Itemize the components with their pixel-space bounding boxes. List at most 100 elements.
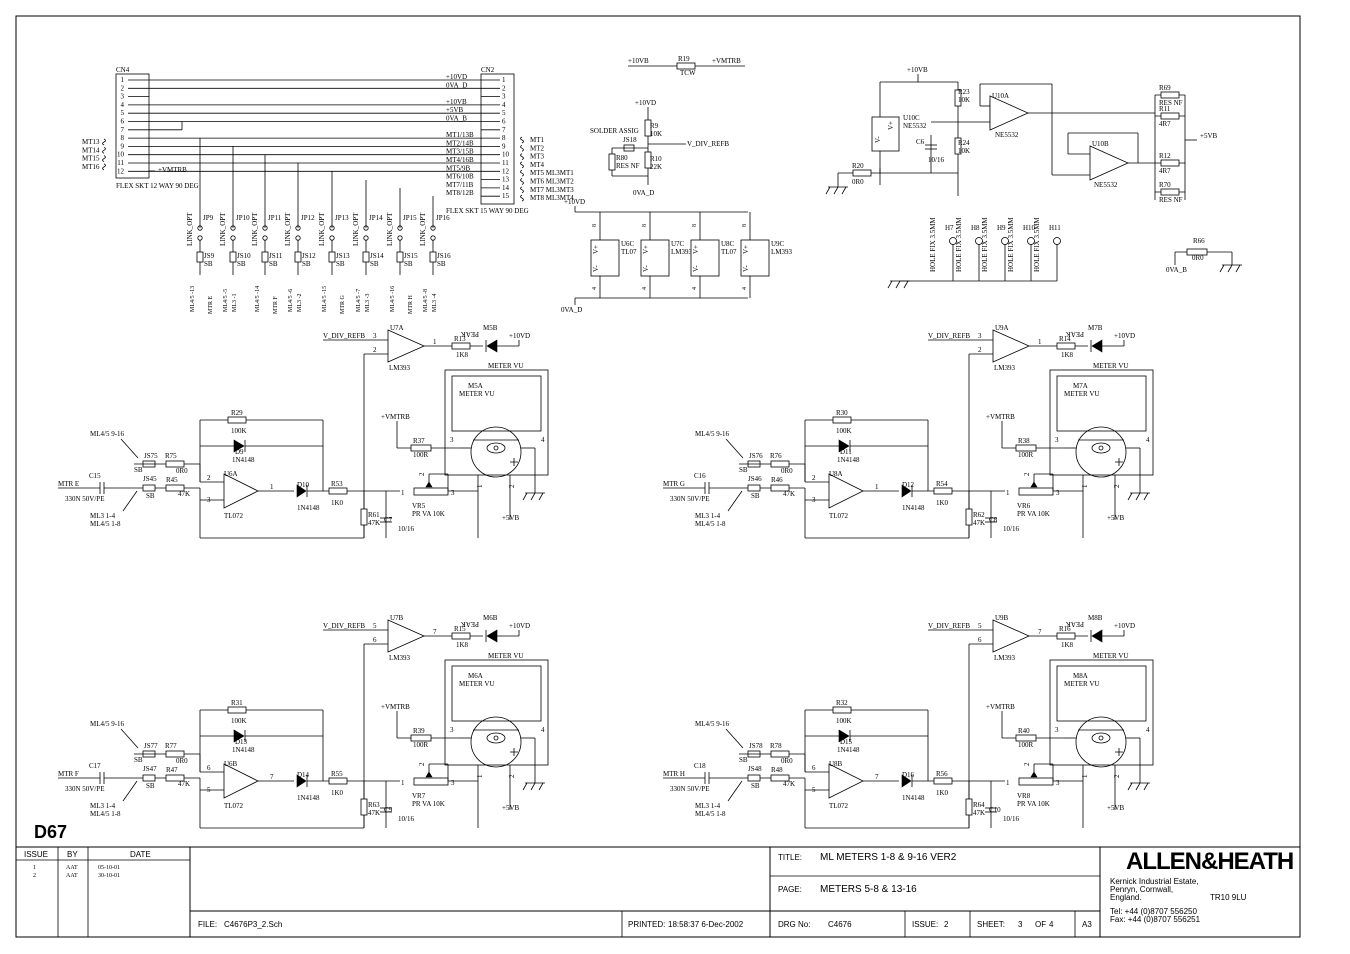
net-squiggle xyxy=(520,161,524,169)
rin1-body xyxy=(770,460,790,468)
led-net: +10VD xyxy=(509,332,530,340)
rfb-body xyxy=(832,706,852,714)
link-jp-ref: JP11 xyxy=(268,214,282,222)
u10a-type: NE5532 xyxy=(995,131,1019,139)
cn2-pin-number: 9 xyxy=(502,142,506,150)
link-net-2: ML3 -1 xyxy=(232,294,238,313)
jumper-pad xyxy=(295,225,301,231)
vr-body xyxy=(413,487,449,496)
pin-4-label: 4 xyxy=(592,287,598,290)
cn4-ref: CN4 xyxy=(116,66,130,74)
led-triangle xyxy=(1091,629,1103,643)
meter-center xyxy=(1098,445,1104,451)
jumper-pad xyxy=(262,225,268,231)
issue-header: ISSUE xyxy=(24,850,48,859)
led-val: PEAK xyxy=(1066,330,1084,338)
cn2-net-label: MT8/12B xyxy=(446,189,474,197)
sheet-border xyxy=(15,15,1301,938)
meter-ref: M8A xyxy=(1073,672,1088,680)
vr-pin-2: 2 xyxy=(1023,762,1031,766)
vr-wiper xyxy=(425,771,433,778)
rin1-val: 0R0 xyxy=(781,757,793,765)
link-jp-ref: JP15 xyxy=(403,214,417,222)
hole-ref: H11 xyxy=(1049,224,1061,232)
vr-pin-2: 2 xyxy=(418,472,426,476)
r19-ref: R19 xyxy=(678,55,690,63)
meter-pin-2: 2 xyxy=(1113,774,1121,778)
meter-resistor-ref: R37 xyxy=(413,437,425,445)
input-net-a: ML4/5 9-16 xyxy=(90,720,125,728)
input-net-b1: ML3 1-4 xyxy=(90,802,116,810)
cn4-pin-number: 12 xyxy=(117,167,125,175)
vr-wiper xyxy=(425,481,433,488)
r69-body xyxy=(1160,91,1180,99)
supply-body xyxy=(690,239,720,277)
amp-triangle xyxy=(828,473,864,509)
meter-pin-2: 2 xyxy=(1113,484,1121,488)
cn4-pin-number: 4 xyxy=(121,101,125,109)
refnet-label: V_DIV_REFB xyxy=(323,622,365,630)
by-header: BY xyxy=(67,850,78,859)
r19-body xyxy=(676,62,696,70)
rfb-ref: R31 xyxy=(231,699,243,707)
jumper-pad xyxy=(397,235,403,241)
pin-8-label: 8 xyxy=(642,224,648,227)
vmtrb-label: +VMTRB xyxy=(986,413,1015,421)
cn2-pin-number: 6 xyxy=(502,118,506,126)
cn2-net-label: +10VD xyxy=(446,73,467,81)
u10c-vp: V+ xyxy=(887,121,895,130)
cn4-pin-number: 10 xyxy=(117,151,125,159)
cn4-pin-number: 8 xyxy=(121,134,125,142)
led-resistor xyxy=(451,342,471,350)
cn2-net-label: +5VB xyxy=(446,106,464,114)
jumper-pad xyxy=(295,235,301,241)
r24-body xyxy=(954,137,962,155)
led-ref: M5B xyxy=(483,324,498,332)
issue-row-by: AAT xyxy=(66,865,78,871)
amp-pin-minus: 2 xyxy=(812,474,816,482)
amp-ref: U6A xyxy=(224,470,238,478)
meter-resistor xyxy=(410,444,432,452)
solder-bridge xyxy=(229,251,237,263)
cg-ref: C9 xyxy=(384,806,393,814)
dfb-ref: D13 xyxy=(235,738,248,746)
cg-val: 10/16 xyxy=(1003,525,1019,533)
solder-bridge xyxy=(328,251,336,263)
cn2-name: FLEX SKT 15 WAY 90 DEG xyxy=(446,207,529,215)
dfb-val: 1N4148 xyxy=(232,746,255,754)
link-net-2: ML3 -2 xyxy=(297,294,303,313)
dout-ref: D16 xyxy=(902,771,915,779)
input-net-a: ML4/5 9-16 xyxy=(695,720,730,728)
jumper-pad xyxy=(430,235,436,241)
js2-body xyxy=(142,484,156,492)
meter-pin-3: 3 xyxy=(1055,436,1059,444)
amp-pin-plus: 5 xyxy=(812,786,816,794)
js2-sb: SB xyxy=(146,492,155,500)
comp-pin-out: 7 xyxy=(1038,628,1042,636)
led-meter-vu: METER VU xyxy=(1093,652,1128,660)
net-squiggle xyxy=(102,155,106,162)
input-net: MTR G xyxy=(663,480,685,488)
link-opt-label: LINK_OPT xyxy=(251,212,259,246)
meter-center xyxy=(493,445,499,451)
input-cap-ref: C15 xyxy=(89,472,101,480)
dout-triangle xyxy=(901,484,912,498)
vr-pin-3: 3 xyxy=(1056,489,1060,497)
supply-body xyxy=(740,239,770,277)
cn2-net-label: MT7/11B xyxy=(446,181,474,189)
jumper-pad xyxy=(262,235,268,241)
net-squiggle xyxy=(520,169,524,177)
dout-triangle xyxy=(296,774,307,788)
jumper-pad xyxy=(363,225,369,231)
rout-val: 1K0 xyxy=(936,789,949,797)
link-js-ref: JS16 xyxy=(437,252,451,260)
link-opt-label: LINK_OPT xyxy=(352,212,360,246)
v-minus: V- xyxy=(742,265,750,272)
meter-pivot xyxy=(1091,442,1111,454)
comp-pin-out: 7 xyxy=(433,628,437,636)
